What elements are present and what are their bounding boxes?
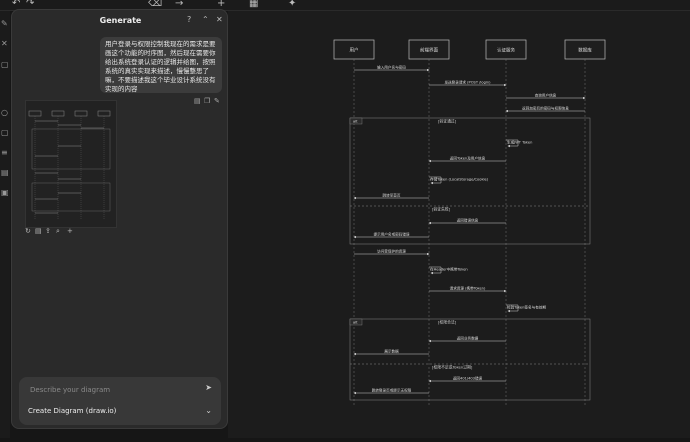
help-icon[interactable]: ? xyxy=(187,15,192,24)
message-label: 校验Token签名与有效期 xyxy=(507,305,546,310)
collapse-icon[interactable]: ⌃ xyxy=(202,15,209,24)
message-label: 发送登录请求 (POST /login) xyxy=(444,80,491,85)
shape-icon[interactable]: ▢ xyxy=(1,60,9,69)
panel-title: Generate xyxy=(99,16,142,25)
generate-panel: Generate ? ⌃ ✕ 用户登录与权限控制我现在的需求是要画这个功能的时序… xyxy=(11,9,228,429)
self-message-arrow xyxy=(429,176,442,185)
message-label: 请求资源 (携带Token) xyxy=(450,286,486,291)
close-icon[interactable]: ✕ xyxy=(216,15,223,24)
alt-frame-label: alt xyxy=(353,321,358,325)
alt-frame-tab xyxy=(349,318,363,326)
participant-label: 认证服务 xyxy=(497,47,515,54)
add-icon[interactable]: + xyxy=(67,227,73,235)
diagram-canvas[interactable]: 用户 前端界面 认证服务 数据库 alt [验证通过] [验证失败] alt [权限合法] [权限… xyxy=(228,11,690,438)
refresh-icon[interactable]: ↻ xyxy=(25,227,31,235)
redo-icon[interactable]: ↷ xyxy=(26,0,35,9)
frame-condition: [权限合法] xyxy=(438,320,457,325)
list-icon[interactable]: ≡ xyxy=(1,148,8,157)
delete-icon[interactable]: ⌫ xyxy=(148,0,163,9)
prompt-composer: ➤ Create Diagram (draw.io) ⌄ xyxy=(19,377,221,425)
frame-condition: [验证通过] xyxy=(438,119,457,124)
self-message-arrow xyxy=(429,266,442,275)
message-label: 提示用户名或密码错误 xyxy=(374,232,410,237)
message-label: 存储Token (LocalStorage/Cookie) xyxy=(430,177,489,182)
prompt-input[interactable] xyxy=(28,382,202,398)
pen-icon[interactable]: ✎ xyxy=(1,19,8,28)
participant-label: 用户 xyxy=(350,47,359,54)
self-message-arrow xyxy=(506,304,519,313)
message-label: 返回业务数据 xyxy=(457,336,479,341)
alt-frame xyxy=(349,117,591,245)
message-label: 返回Token及用户信息 xyxy=(450,156,486,161)
square-icon[interactable]: ▢ xyxy=(1,128,9,137)
send-icon[interactable]: ➤ xyxy=(205,383,212,392)
alt-frame xyxy=(349,318,591,401)
frame-icon[interactable]: ▣ xyxy=(1,188,9,197)
undo-icon[interactable]: ↶ xyxy=(12,0,21,9)
left-rail: ✎ ✕ ▢ ○ ▢ ≡ ▤ ▣ xyxy=(0,11,10,438)
message-label: 返回加密后的密码与权限信息 xyxy=(522,106,569,111)
top-toolbar: ↶ ↷ ⌫ → + ▦ ✦ xyxy=(0,0,690,11)
copy-icon[interactable]: ▤ xyxy=(194,97,201,105)
self-message-arrow xyxy=(506,139,519,148)
message-label: 在Header中携带Token xyxy=(430,267,468,272)
thumbnail-preview xyxy=(28,110,111,219)
mode-select[interactable]: Create Diagram (draw.io) xyxy=(28,407,117,415)
frame-condition: [权限不足或Token过期] xyxy=(432,365,473,370)
zoom-icon[interactable]: ⌕ xyxy=(56,227,60,235)
arrow-icon[interactable]: → xyxy=(175,0,184,9)
magic-icon[interactable]: ✦ xyxy=(288,0,297,9)
message-label: 查询用户信息 xyxy=(535,93,557,98)
edit-icon[interactable]: ✎ xyxy=(214,97,220,105)
message-label: 输入用户名与密码 xyxy=(377,65,406,70)
message-label: 返回401/403错误 xyxy=(453,376,483,381)
alt-frame-label: alt xyxy=(353,120,358,124)
message-label: 返回错误信息 xyxy=(457,218,479,223)
share-icon[interactable]: ⇪ xyxy=(45,227,51,235)
message-label: 生成JWT Token xyxy=(507,140,532,145)
grid-icon[interactable]: ▦ xyxy=(249,0,259,9)
circle-icon[interactable]: ○ xyxy=(1,108,8,117)
copy-icon[interactable]: ▤ xyxy=(35,227,42,235)
participant-label: 数据库 xyxy=(578,47,592,54)
layers-icon[interactable]: ▤ xyxy=(1,168,9,177)
message-label: 跳转至首页 xyxy=(383,193,401,198)
message-label: 展示数据 xyxy=(384,349,399,354)
alt-frame-tab xyxy=(349,117,363,125)
user-message: 用户登录与权限控制我现在的需求是要画这个功能的时序图，然后现在需要你给出系统登录… xyxy=(100,37,222,93)
participant-label: 前端界面 xyxy=(420,47,438,54)
sequence-diagram: 用户 前端界面 认证服务 数据库 alt [验证通过] [验证失败] alt [权限合法] [权限… xyxy=(333,39,606,405)
duplicate-icon[interactable]: ❐ xyxy=(204,97,211,105)
close-icon[interactable]: ✕ xyxy=(1,39,8,48)
diagram-thumbnail[interactable] xyxy=(25,100,117,228)
message-label: 访问受保护的资源 xyxy=(377,249,406,254)
plus-icon[interactable]: + xyxy=(217,0,226,9)
chevron-down-icon[interactable]: ⌄ xyxy=(205,406,212,415)
message-label: 跳转登录页或提示无权限 xyxy=(372,388,412,393)
frame-condition: [验证失败] xyxy=(432,207,451,212)
